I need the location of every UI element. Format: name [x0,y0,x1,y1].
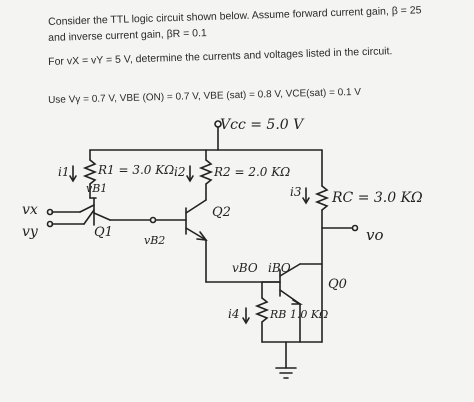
vx-label: vx [22,202,38,218]
i2-arrowhead [186,175,194,183]
i3-arrowhead [302,197,310,205]
i4-label: i4 [228,307,239,321]
q1-emitter-x [79,204,95,213]
vb1-label: vB1 [86,182,107,195]
q2-emitter [185,227,207,241]
q0-label: Q0 [328,277,347,292]
vy-terminal [46,220,54,228]
i2-label: i2 [174,165,185,179]
q0-collector [279,263,301,277]
r1-label: R1 = 3.0 KΩ [97,163,174,177]
q1-label: Q1 [94,225,113,240]
q1-emitter-y [83,209,95,225]
i4-arrowhead [242,317,250,325]
vb2-node [149,216,157,224]
rb-resistor [254,297,270,323]
ibo-label: iBO [268,261,291,275]
i3-label: i3 [290,185,302,199]
r2-resistor [198,159,214,185]
i1-arrowhead [69,175,77,183]
vo-label: vo [366,226,384,244]
r2-label: R2 = 2.0 KΩ [213,165,290,179]
vy-label: vy [22,224,39,240]
vbo-label: vBO [232,261,258,275]
q1-collector [93,212,111,221]
rc-label: RC = 3.0 KΩ [331,190,423,206]
rb-label: RB 1.0 KΩ [269,308,328,321]
r1-resistor [82,159,98,185]
i1-label: i1 [58,165,69,179]
rc-resistor [314,185,330,211]
vo-terminal [351,224,359,232]
q2-label: Q2 [212,205,231,220]
vcc-label: Vcc = 5.0 V [220,117,305,133]
vb2-label: vB2 [144,234,165,247]
q2-collector [185,199,207,214]
vx-terminal [46,208,54,216]
